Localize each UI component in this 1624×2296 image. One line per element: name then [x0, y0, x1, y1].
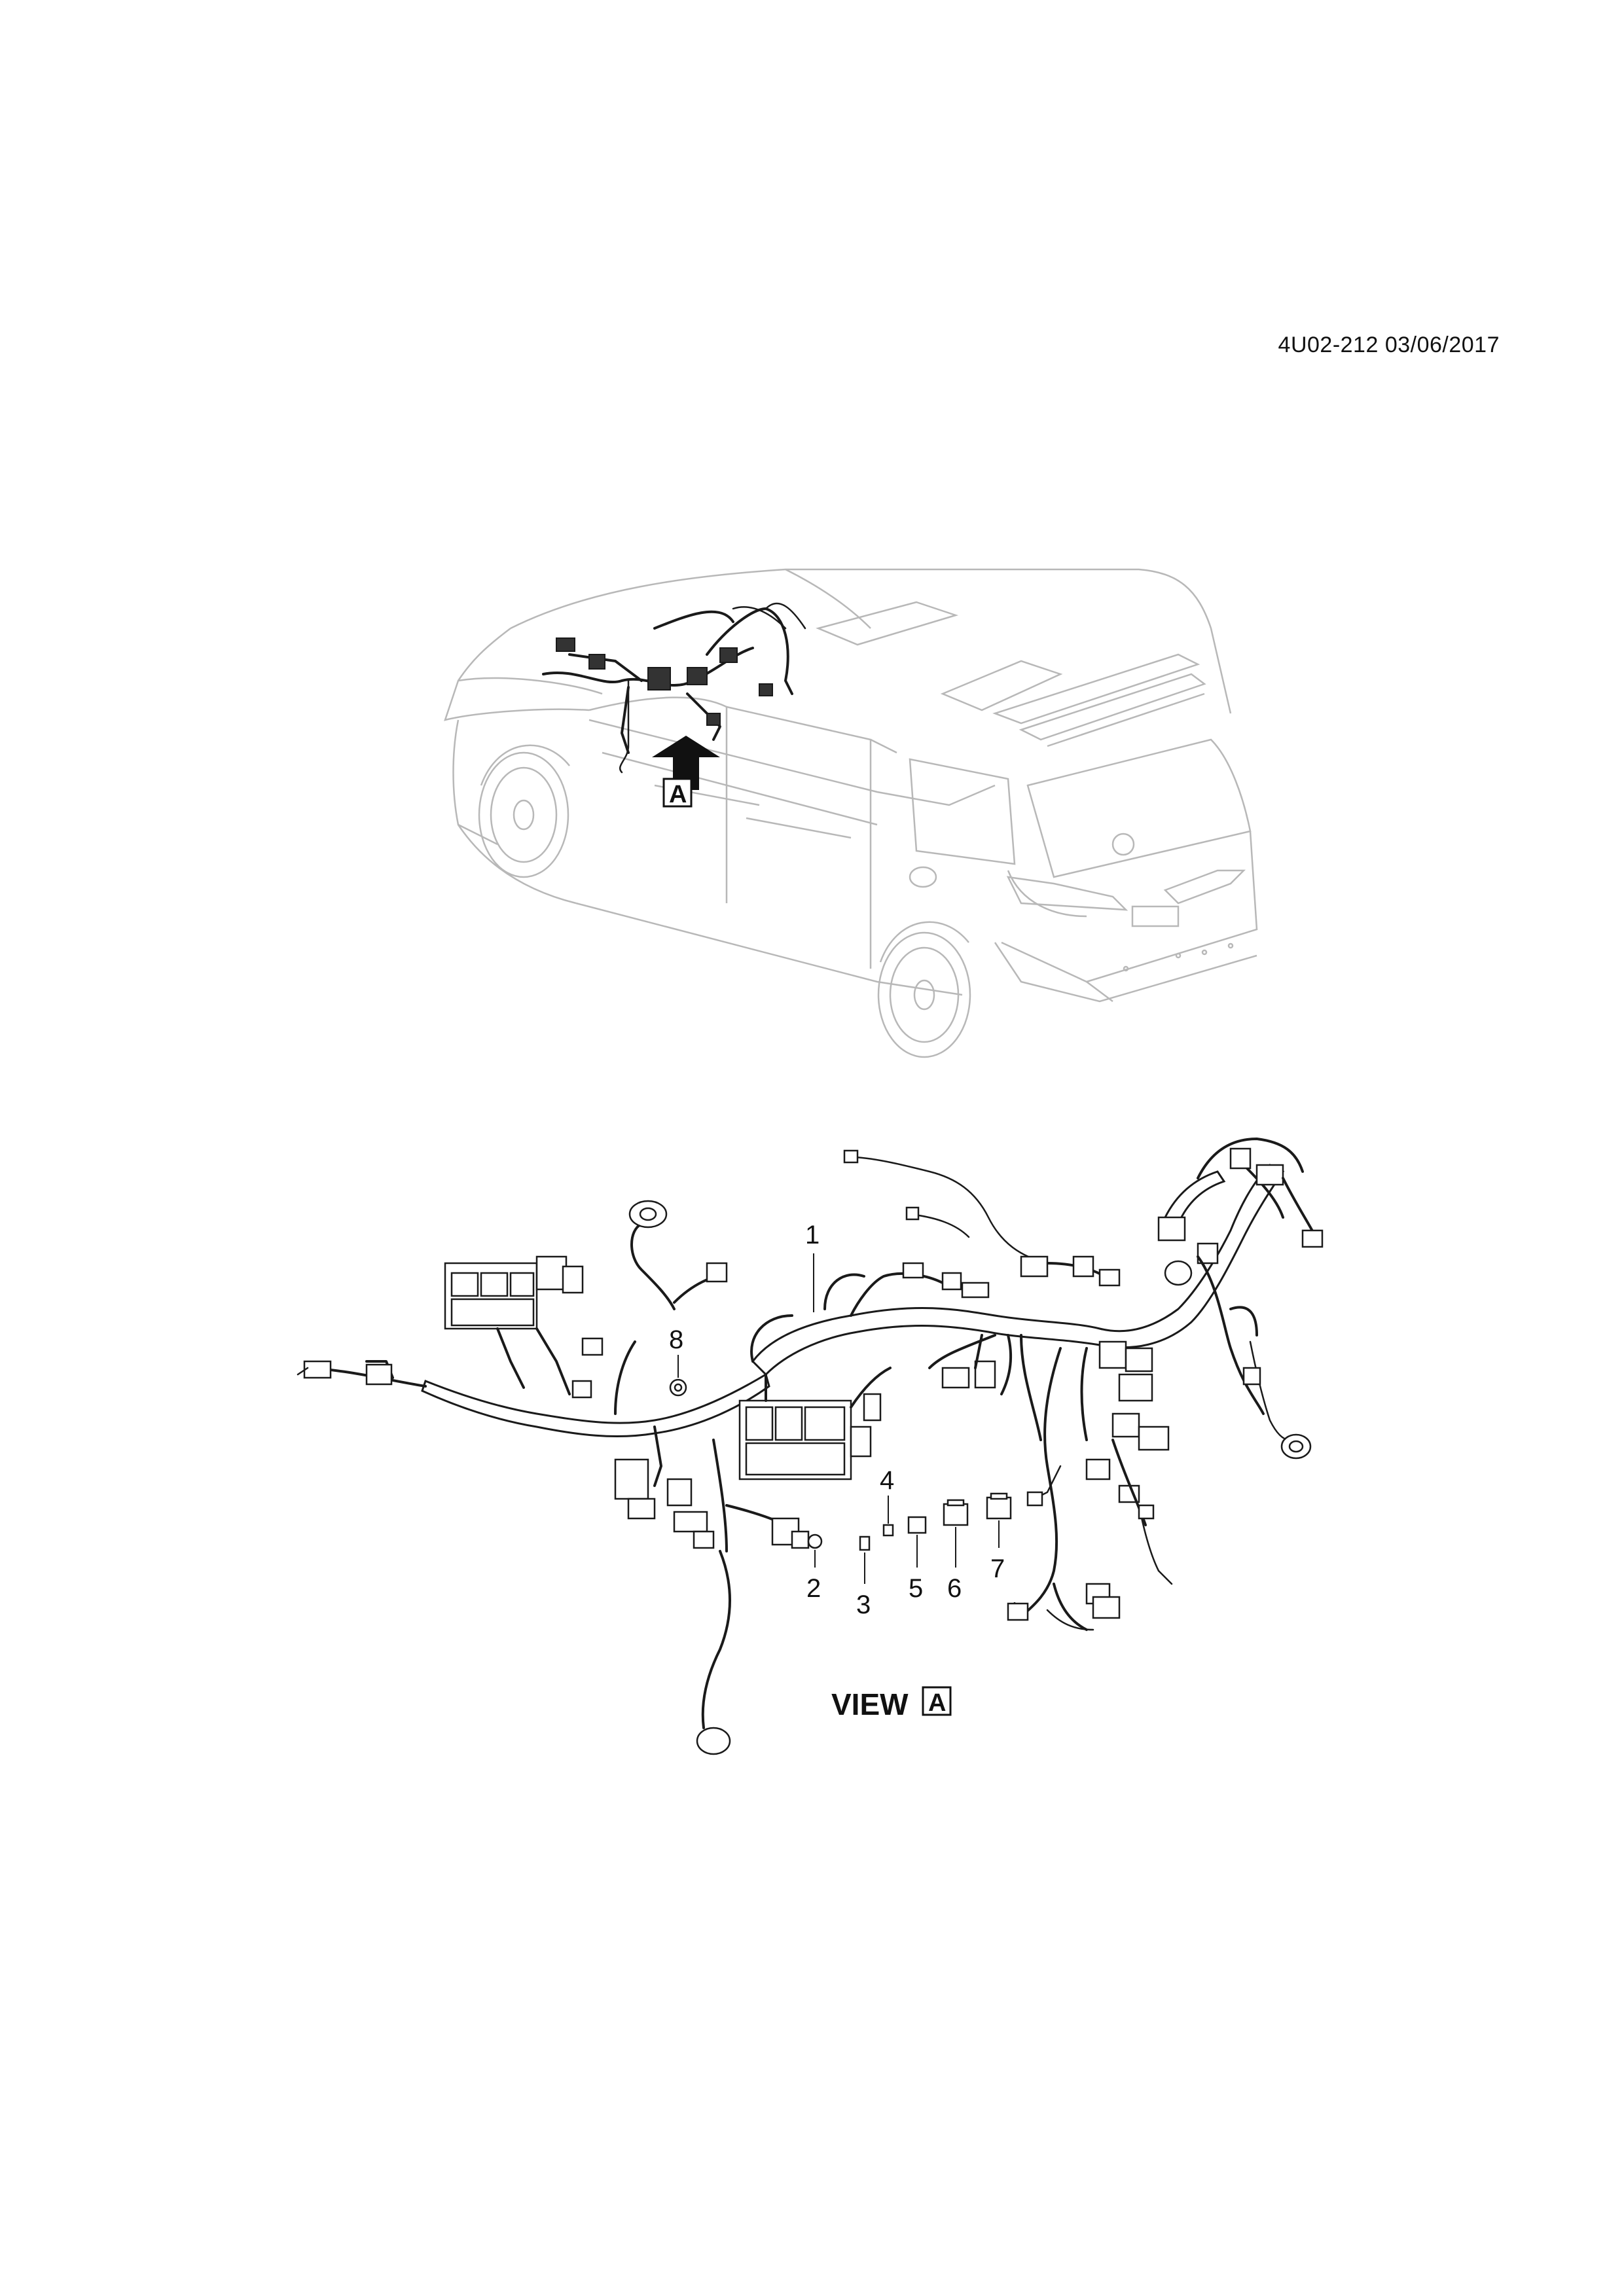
part-6-relay — [943, 1499, 969, 1568]
part-3-clip — [859, 1535, 871, 1584]
vehicle-outline — [444, 568, 1258, 1058]
part-5-relay — [907, 1516, 927, 1568]
callout-5: 5 — [909, 1574, 923, 1603]
left-module — [444, 1255, 584, 1395]
callout-1: 1 — [805, 1221, 820, 1249]
callout-4: 4 — [880, 1466, 894, 1495]
view-arrow-letter: A — [669, 781, 687, 808]
callout-2: 2 — [806, 1574, 821, 1603]
part-8-grommet — [669, 1355, 687, 1397]
view-caption-letter: A — [928, 1689, 946, 1717]
instrument-panel-harness — [297, 1138, 1324, 1755]
view-caption-text: VIEW — [831, 1687, 909, 1721]
callout-7: 7 — [990, 1554, 1005, 1583]
document-id: 4U02-212 03/06/2017 — [1278, 332, 1500, 357]
callout-3: 3 — [856, 1590, 871, 1619]
fuse-block — [738, 1367, 892, 1480]
lower-left-connectors — [614, 1439, 810, 1755]
part-4-clip — [882, 1496, 894, 1537]
vehicle-harness-preview — [542, 602, 806, 774]
part-2-nut — [807, 1534, 823, 1568]
view-arrow-marker — [652, 736, 720, 808]
part-7-relay — [986, 1492, 1012, 1548]
right-connector-cluster — [1020, 1334, 1170, 1618]
view-caption-box — [922, 1686, 952, 1716]
callout-6: 6 — [947, 1574, 962, 1603]
callout-8: 8 — [669, 1325, 683, 1354]
